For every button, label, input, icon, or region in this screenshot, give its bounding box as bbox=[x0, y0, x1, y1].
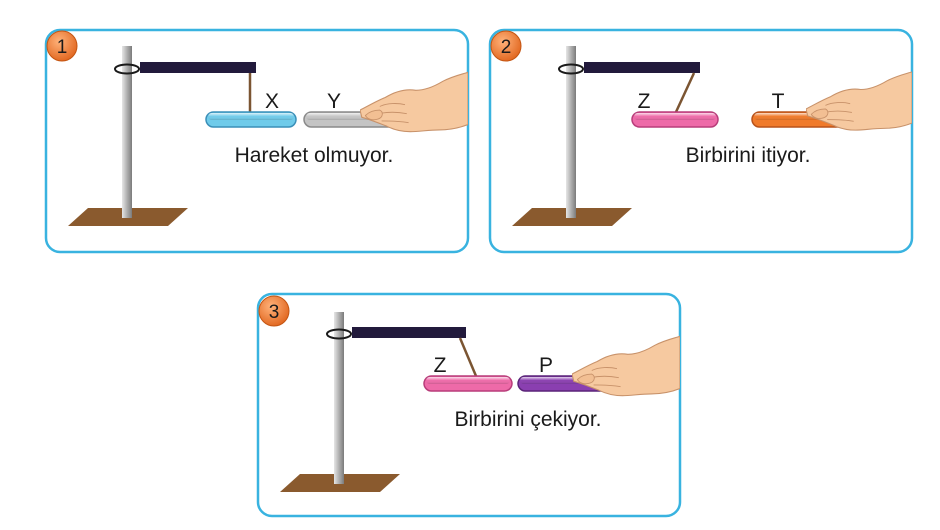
panel-1-number-badge: 1 bbox=[46, 30, 78, 62]
rod-z bbox=[631, 111, 719, 128]
stand-pole bbox=[122, 46, 132, 218]
rod-x-label: X bbox=[265, 90, 279, 113]
panel-3-number: 3 bbox=[269, 302, 280, 323]
panel-1-number: 1 bbox=[57, 37, 68, 58]
panel-2-caption: Birbirini itiyor. bbox=[686, 144, 811, 167]
stand-arm bbox=[584, 62, 700, 73]
stand-clamp-ring bbox=[114, 63, 140, 75]
rod-z-label: Z bbox=[434, 354, 447, 377]
panel-1-stand bbox=[68, 46, 256, 226]
stand-clamp-ring bbox=[558, 63, 584, 75]
panel-2-stand bbox=[512, 46, 700, 226]
panel-3-stand bbox=[280, 312, 478, 492]
panel-3-number-badge: 3 bbox=[258, 295, 290, 327]
rod-t-label: T bbox=[772, 90, 785, 113]
panel-1-caption: Hareket olmuyor. bbox=[235, 144, 394, 167]
panel-1: 1 X Y Hareket olmuyor. bbox=[44, 28, 470, 254]
panel-3: 3 Z P Birbirini çekiyor. bbox=[256, 292, 682, 518]
stand-pole bbox=[566, 46, 576, 218]
stand-pole bbox=[334, 312, 344, 484]
hanging-string bbox=[458, 337, 478, 377]
stand-clamp-ring bbox=[326, 328, 352, 340]
stand-arm bbox=[352, 327, 466, 338]
rod-z-label: Z bbox=[638, 90, 651, 113]
panel-2: 2 Z T Birbirini itiyor. bbox=[488, 28, 914, 254]
rod-p-label: P bbox=[539, 354, 553, 377]
rod-y-label: Y bbox=[327, 90, 341, 113]
hanging-string bbox=[674, 72, 696, 113]
rod-z bbox=[423, 375, 513, 392]
panel-1-frame bbox=[44, 28, 470, 254]
rod-x bbox=[205, 111, 297, 128]
panel-2-number: 2 bbox=[501, 37, 512, 58]
panel-3-caption: Birbirini çekiyor. bbox=[454, 408, 601, 431]
panel-2-frame bbox=[488, 28, 914, 254]
stand-arm bbox=[140, 62, 256, 73]
panel-2-number-badge: 2 bbox=[490, 30, 522, 62]
panel-3-frame bbox=[256, 292, 682, 518]
